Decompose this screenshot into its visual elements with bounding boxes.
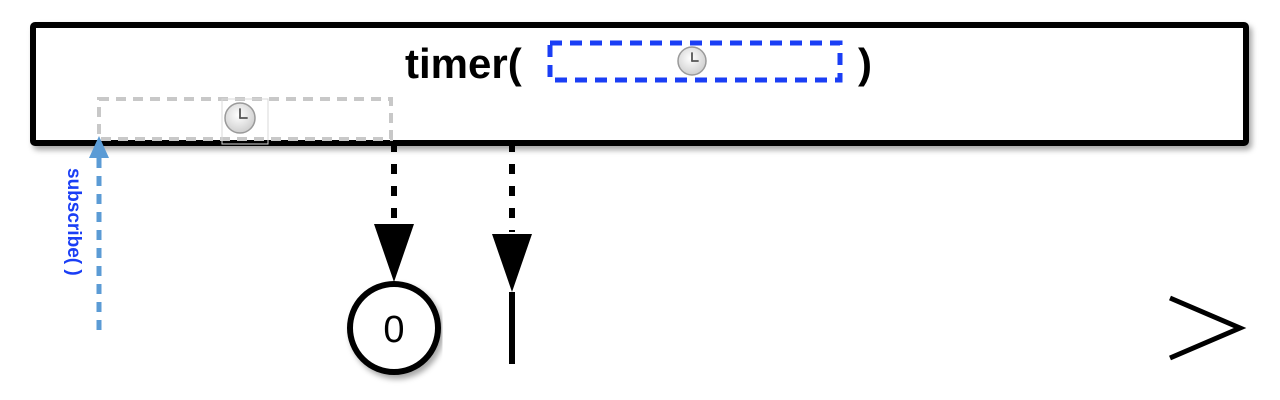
emission-arrowhead xyxy=(374,224,414,282)
completion-arrowhead xyxy=(492,234,532,292)
operator-name: timer( xyxy=(405,40,522,87)
clock-icon xyxy=(224,102,256,134)
timeline-arrowhead xyxy=(1169,295,1247,361)
delay-param-box xyxy=(547,40,843,83)
operator-close-paren: ) xyxy=(858,40,872,87)
operator-box xyxy=(30,22,1249,146)
emitted-item-marble xyxy=(347,281,441,375)
subscribe-arrowhead xyxy=(89,136,109,158)
emitted-item-value: 0 xyxy=(383,309,404,351)
clock-icon xyxy=(677,46,707,76)
subscribe-label: subscribe( ) xyxy=(63,168,84,276)
